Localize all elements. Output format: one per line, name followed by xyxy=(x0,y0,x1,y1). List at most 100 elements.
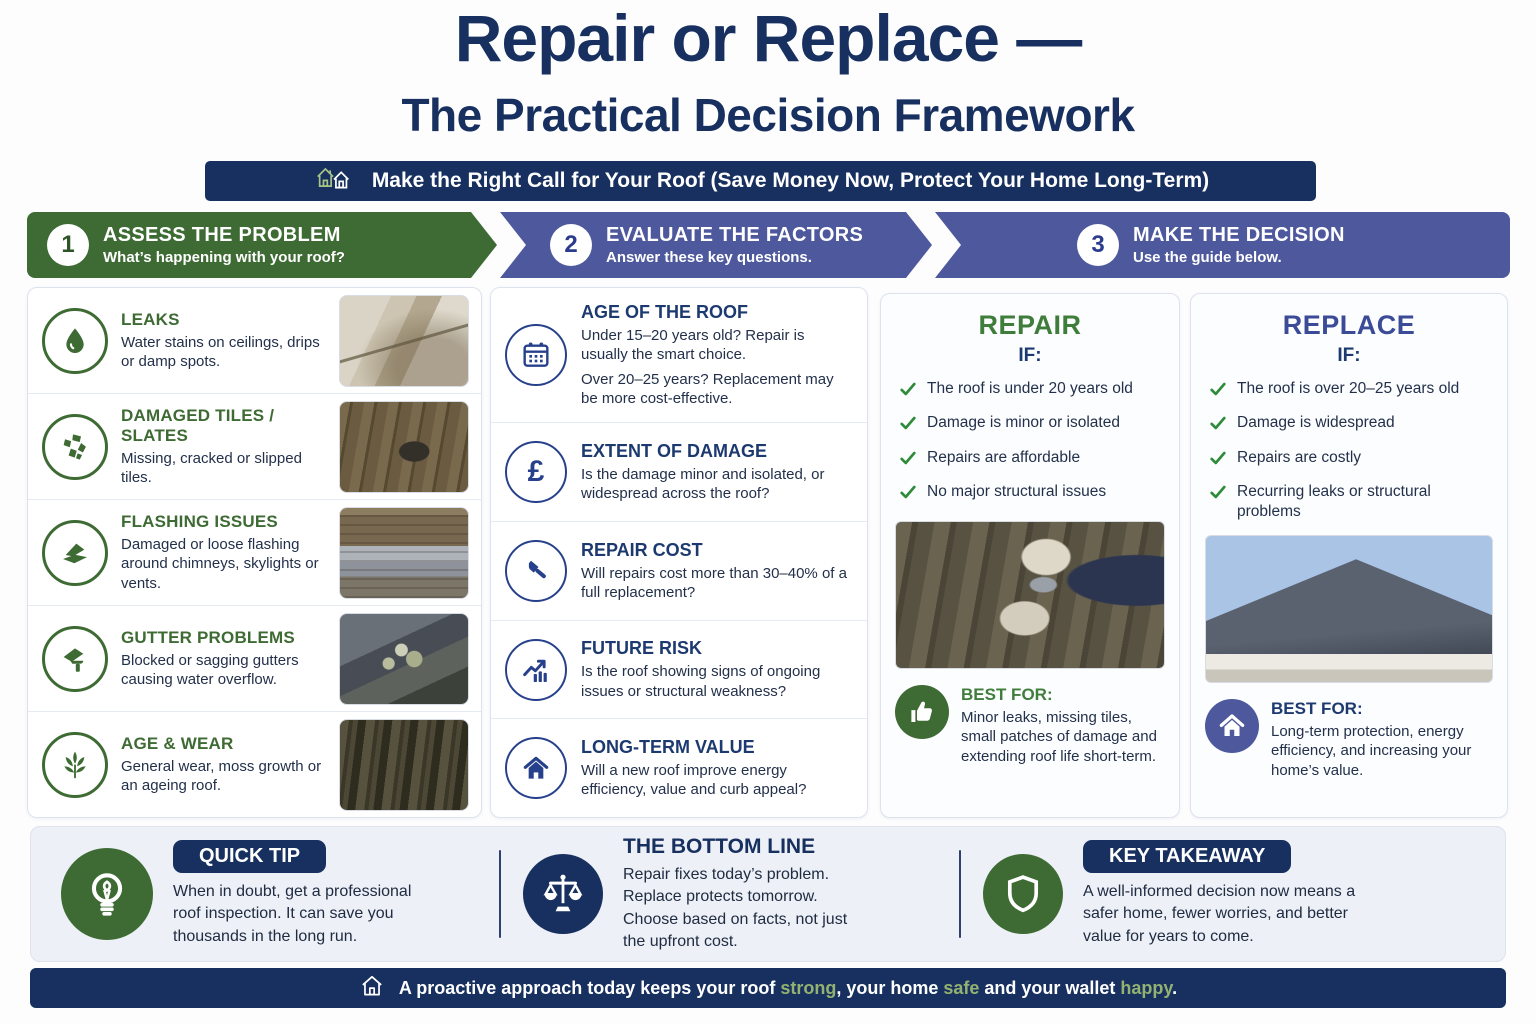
bottom-strip: QUICK TIP When in doubt, get a professio… xyxy=(30,826,1506,962)
footer-word-happy: happy xyxy=(1120,977,1173,998)
problem-desc: General wear, moss growth or an ageing r… xyxy=(121,757,322,794)
problem-title: LEAKS xyxy=(121,309,180,329)
checkmark-icon xyxy=(1209,449,1227,472)
best-for-text-block: BEST FOR: Long-term protection, energy e… xyxy=(1271,699,1493,781)
factor-text: FUTURE RISK Is the roof showing signs of… xyxy=(581,638,853,700)
factor-text: LONG-TERM VALUE Will a new roof improve … xyxy=(581,737,853,799)
step-1-title: ASSESS THE PROBLEM xyxy=(103,224,341,246)
check-label: Repairs are costly xyxy=(1237,448,1362,466)
problem-desc: Damaged or loose flashing around chimney… xyxy=(121,536,319,592)
factor-row-future-risk: FUTURE RISK Is the roof showing signs of… xyxy=(491,621,867,720)
footer-text-prefix: A proactive approach today keeps your ro… xyxy=(398,977,781,998)
replace-check-item: Damage is widespread xyxy=(1209,413,1493,437)
water-drop-icon xyxy=(42,307,108,374)
step-2-number: 2 xyxy=(550,224,592,266)
checkmark-icon xyxy=(899,380,917,403)
photo-blocked-gutter xyxy=(339,612,469,705)
house-icon xyxy=(1205,698,1259,753)
checkmark-icon xyxy=(1209,483,1227,506)
problem-title: DAMAGED TILES / SLATES xyxy=(121,405,275,445)
photo-ceiling-water-stain xyxy=(339,294,469,387)
quick-tip-text: When in doubt, get a professional roof i… xyxy=(173,883,412,945)
footer-banner: A proactive approach today keeps your ro… xyxy=(30,968,1506,1008)
best-for-label: BEST FOR: xyxy=(1271,698,1363,718)
step-3-decide: 3 MAKE THE DECISION Use the guide below. xyxy=(935,212,1510,278)
factor-title: FUTURE RISK xyxy=(581,638,702,659)
repair-card: REPAIR IF: The roof is under 20 years ol… xyxy=(880,293,1180,818)
step-1-assess: 1 ASSESS THE PROBLEM What’s happening wi… xyxy=(27,212,497,278)
check-label: The roof is under 20 years old xyxy=(927,380,1133,397)
replace-checklist: The roof is over 20–25 years old Damage … xyxy=(1205,379,1493,521)
replace-best-for: BEST FOR: Long-term protection, energy e… xyxy=(1205,698,1493,781)
quick-tip-block: QUICK TIP When in doubt, get a professio… xyxy=(39,840,499,947)
key-takeaway-block: KEY TAKEAWAY A well-informed decision no… xyxy=(961,840,1497,947)
step-3-text: MAKE THE DECISION Use the guide below. xyxy=(1133,224,1345,266)
quick-tip-content: QUICK TIP When in doubt, get a professio… xyxy=(173,840,431,947)
two-houses-icon xyxy=(312,164,356,198)
replace-card: REPLACE IF: The roof is over 20–25 years… xyxy=(1190,293,1508,818)
check-label: The roof is over 20–25 years old xyxy=(1237,380,1460,397)
problem-row-flashing: FLASHING ISSUES Damaged or loose flashin… xyxy=(28,500,481,606)
checkmark-icon xyxy=(1209,414,1227,437)
step-1-subtitle: What’s happening with your roof? xyxy=(103,249,345,266)
repair-checklist: The roof is under 20 years old Damage is… xyxy=(895,379,1165,507)
pound-icon: £ xyxy=(505,441,567,504)
repair-check-item: Repairs are affordable xyxy=(899,448,1165,472)
factor-title: EXTENT OF DAMAGE xyxy=(581,441,768,462)
factor-title: LONG-TERM VALUE xyxy=(581,737,755,757)
footer-word-strong: strong xyxy=(780,977,837,998)
footer-text-mid1: , your home xyxy=(836,977,944,998)
house-outline-icon xyxy=(359,973,385,1004)
repair-if-label: IF: xyxy=(1018,345,1042,366)
step-1-number: 1 xyxy=(47,224,89,266)
key-takeaway-text: A well-informed decision now means a saf… xyxy=(1083,883,1356,945)
best-for-text: Long-term protection, energy efficiency,… xyxy=(1271,722,1472,779)
bottom-line-title: THE BOTTOM LINE xyxy=(623,835,816,859)
scales-icon xyxy=(523,854,603,934)
repair-title: REPAIR xyxy=(978,310,1082,340)
check-label: Repairs are affordable xyxy=(927,448,1081,466)
factor-row-age: AGE OF THE ROOF Under 15–20 years old? R… xyxy=(491,288,867,424)
problem-desc: Blocked or sagging gutters causing water… xyxy=(121,651,299,688)
photo-new-roof xyxy=(1205,534,1493,683)
gutter-icon xyxy=(42,625,108,692)
problem-text: LEAKS Water stains on ceilings, drips or… xyxy=(121,310,326,371)
photo-chimney-flashing xyxy=(339,506,469,599)
factor-text: EXTENT OF DAMAGE Is the damage minor and… xyxy=(581,441,853,503)
bottom-line-text: Repair fixes today’s problem. Replace pr… xyxy=(623,866,848,950)
checkmark-icon xyxy=(899,414,917,437)
divider xyxy=(959,850,961,938)
problem-title: GUTTER PROBLEMS xyxy=(121,627,295,647)
evaluate-factors-panel: AGE OF THE ROOF Under 15–20 years old? R… xyxy=(490,287,868,818)
checkmark-icon xyxy=(899,449,917,472)
trend-chart-icon xyxy=(505,638,567,701)
problem-row-leaks: LEAKS Water stains on ceilings, drips or… xyxy=(28,288,481,394)
problem-title: AGE & WEAR xyxy=(121,733,234,753)
bottom-line-content: THE BOTTOM LINE Repair fixes today’s pro… xyxy=(623,835,865,952)
repair-check-item: The roof is under 20 years old xyxy=(899,379,1165,403)
step-3-number: 3 xyxy=(1077,224,1119,266)
factor-desc: Will a new roof improve energy efficienc… xyxy=(581,762,807,799)
replace-check-item: Recurring leaks or structural problems xyxy=(1209,482,1493,521)
factor-text: REPAIR COST Will repairs cost more than … xyxy=(581,540,853,602)
flashing-icon xyxy=(42,519,108,586)
step-2-evaluate: 2 EVALUATE THE FACTORS Answer these key … xyxy=(500,212,932,278)
problem-row-damaged-tiles: DAMAGED TILES / SLATES Missing, cracked … xyxy=(28,394,481,500)
quick-tip-badge: QUICK TIP xyxy=(173,840,327,874)
key-takeaway-badge: KEY TAKEAWAY xyxy=(1083,840,1292,874)
factor-desc: Is the damage minor and isolated, or wid… xyxy=(581,466,825,503)
step-2-subtitle: Answer these key questions. xyxy=(606,249,812,266)
problem-row-age-wear: AGE & WEAR General wear, moss growth or … xyxy=(28,712,481,817)
problem-text: GUTTER PROBLEMS Blocked or sagging gutte… xyxy=(121,628,326,689)
step-3-subtitle: Use the guide below. xyxy=(1133,249,1282,266)
factor-text: AGE OF THE ROOF Under 15–20 years old? R… xyxy=(581,302,853,409)
step-2-title: EVALUATE THE FACTORS xyxy=(606,224,864,246)
step-3-title: MAKE THE DECISION xyxy=(1133,224,1345,246)
factor-row-long-term-value: LONG-TERM VALUE Will a new roof improve … xyxy=(491,719,867,817)
thumbs-up-icon xyxy=(895,684,949,739)
best-for-text-block: BEST FOR: Minor leaks, missing tiles, sm… xyxy=(961,685,1165,767)
factor-title: AGE OF THE ROOF xyxy=(581,301,749,322)
factor-row-damage: £ EXTENT OF DAMAGE Is the damage minor a… xyxy=(491,423,867,523)
problem-desc: Water stains on ceilings, drips or damp … xyxy=(121,333,320,370)
page-subtitle: The Practical Decision Framework xyxy=(401,89,1135,141)
